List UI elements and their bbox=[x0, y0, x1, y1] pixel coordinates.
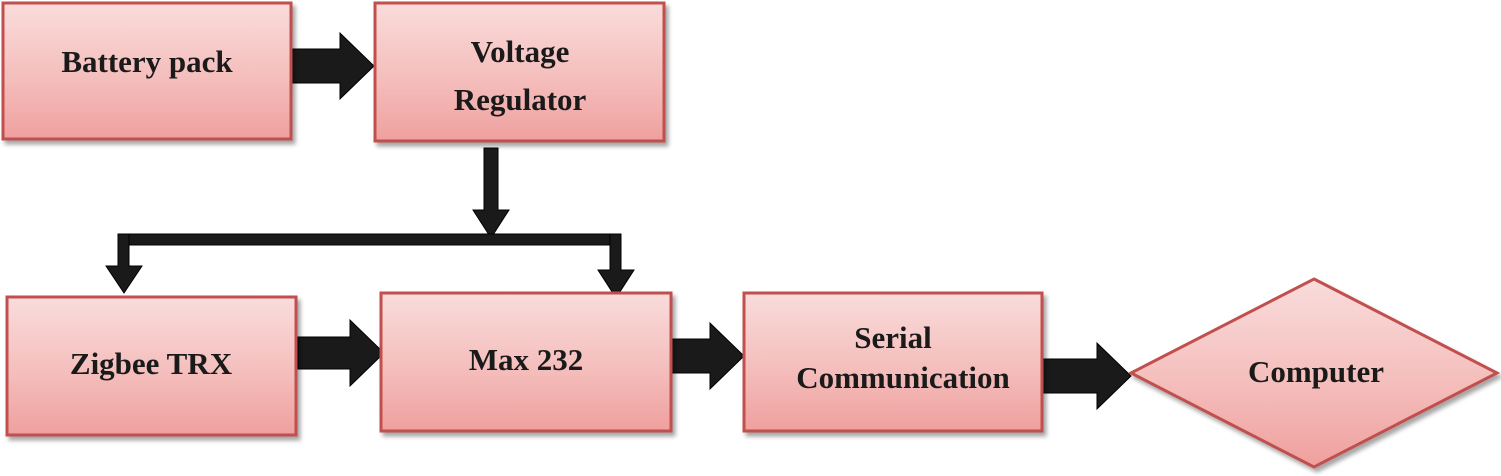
arrow-zigbee-to-max232 bbox=[297, 318, 385, 388]
voltage-regulator-label-line2: Regulator bbox=[454, 82, 587, 117]
node-battery-pack: Battery pack bbox=[1, 1, 293, 141]
node-zigbee-trx: Zigbee TRX bbox=[5, 295, 298, 437]
battery-pack-label: Battery pack bbox=[61, 44, 233, 79]
battery-pack-box bbox=[1, 1, 293, 141]
node-serial-communication: Serial Communication bbox=[742, 291, 1044, 433]
arrow-regulator-down bbox=[472, 147, 510, 239]
node-computer: Computer bbox=[1127, 277, 1501, 469]
arrow-battery-to-regulator bbox=[291, 31, 375, 101]
power-bus-line bbox=[117, 233, 622, 246]
serial-communication-label-line2: Communication bbox=[796, 360, 1010, 395]
computer-label: Computer bbox=[1248, 354, 1384, 389]
max-232-box bbox=[379, 291, 673, 433]
voltage-regulator-label-line1: Voltage bbox=[471, 34, 570, 69]
arrow-bus-to-zigbee bbox=[105, 233, 143, 294]
max-232-label: Max 232 bbox=[469, 342, 584, 377]
arrow-max232-to-serial bbox=[669, 321, 745, 391]
node-max-232: Max 232 bbox=[379, 291, 673, 433]
voltage-regulator-box bbox=[373, 1, 666, 143]
zigbee-trx-box bbox=[5, 295, 298, 437]
arrow-serial-to-computer bbox=[1042, 341, 1132, 411]
connectors bbox=[105, 31, 1132, 411]
zigbee-trx-label: Zigbee TRX bbox=[70, 346, 233, 381]
computer-diamond bbox=[1127, 277, 1501, 469]
serial-communication-label-line1: Serial bbox=[854, 320, 932, 355]
node-voltage-regulator: Voltage Regulator bbox=[373, 1, 666, 143]
arrow-bus-to-max232 bbox=[597, 233, 635, 299]
serial-communication-box bbox=[742, 291, 1044, 433]
